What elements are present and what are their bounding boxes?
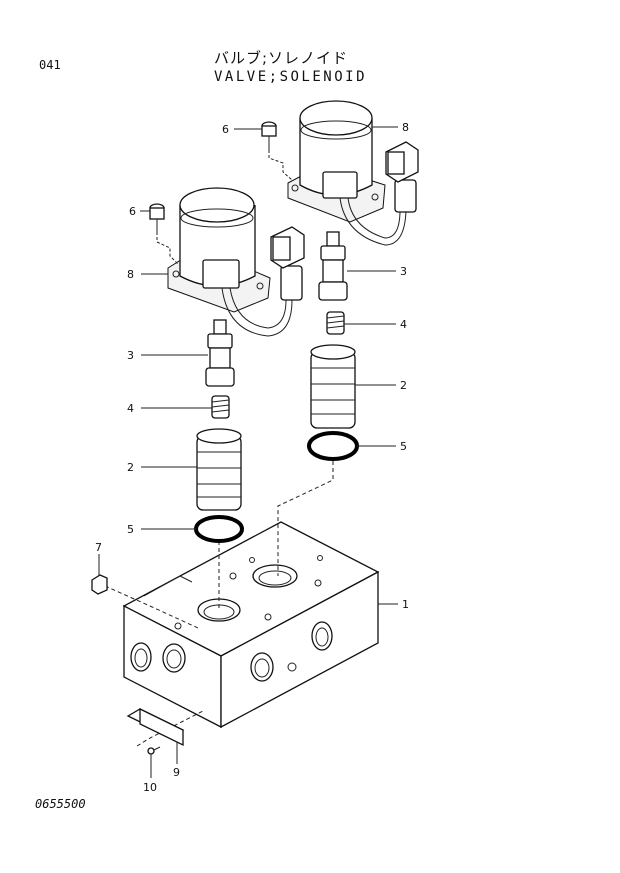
callout-6-right: 6 <box>222 123 229 136</box>
callout-5-right: 5 <box>400 440 407 453</box>
plug <box>91 574 108 595</box>
nameplate <box>126 707 185 747</box>
solenoid-left <box>167 187 305 337</box>
sleeve-left <box>196 428 242 511</box>
spring-right <box>326 311 345 335</box>
spool-left <box>205 319 235 387</box>
callouts: 1 2 2 3 3 4 4 5 5 6 <box>95 121 409 794</box>
page-title-japanese: バルブ;ソレノイド <box>214 49 349 67</box>
bolt-right <box>261 121 293 181</box>
sleeve-right <box>310 344 356 429</box>
valve-block <box>122 521 380 729</box>
solenoid-right <box>287 100 419 246</box>
callout-2-right: 2 <box>400 379 407 392</box>
callout-10: 10 <box>143 781 157 794</box>
page-title: VALVE;SOLENOID <box>214 69 368 85</box>
callout-3-right: 3 <box>400 265 407 278</box>
assembly-lines <box>104 461 334 747</box>
bolt-left <box>149 203 179 265</box>
o-ring-left <box>194 515 244 543</box>
callout-3-left: 3 <box>127 349 134 362</box>
callout-9: 9 <box>173 766 180 779</box>
page-number: 041 <box>39 58 61 72</box>
rivet <box>147 746 161 755</box>
drawing-number: 0655500 <box>35 797 86 811</box>
callout-8-left: 8 <box>127 268 134 281</box>
spool-right <box>318 231 348 301</box>
callout-4-right: 4 <box>400 318 407 331</box>
callout-7: 7 <box>95 541 102 554</box>
o-ring-right <box>307 431 359 461</box>
callout-2-left: 2 <box>127 461 134 474</box>
callout-5-left: 5 <box>127 523 134 536</box>
callout-6-left: 6 <box>129 205 136 218</box>
spring-left <box>211 395 230 419</box>
callout-8-right: 8 <box>402 121 409 134</box>
callout-4-left: 4 <box>127 402 134 415</box>
callout-1: 1 <box>402 598 409 611</box>
